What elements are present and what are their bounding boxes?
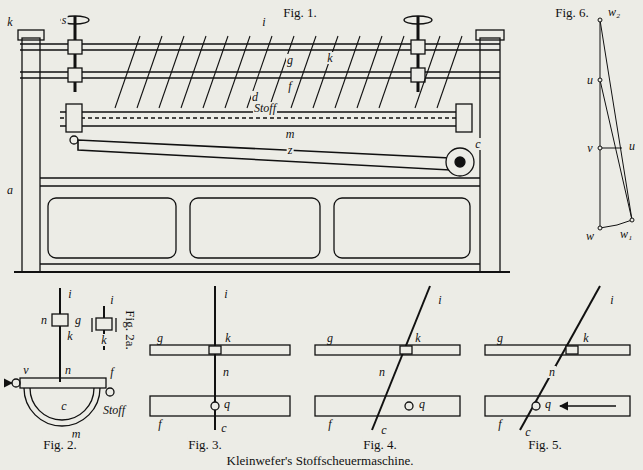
part-letter: k xyxy=(326,52,333,64)
part-letter: i xyxy=(223,288,228,300)
part-letter: u xyxy=(628,140,636,152)
part-letter: n xyxy=(40,314,48,326)
part-letter: c xyxy=(380,424,387,436)
part-letter: i xyxy=(261,16,266,28)
fig4-position xyxy=(315,286,460,430)
part-letter: k xyxy=(582,332,589,344)
part-letter: w₂ xyxy=(607,6,621,18)
part-letter: n xyxy=(222,366,230,378)
part-letter: i xyxy=(437,294,442,306)
part-letter: f xyxy=(109,366,114,378)
figure-caption: Kleinwefer's Stoffscheuermaschine. xyxy=(225,454,416,467)
part-letter: q xyxy=(544,398,552,410)
part-letter: Stoff xyxy=(253,102,277,114)
part-letter: s xyxy=(61,14,68,26)
fig2-section xyxy=(4,288,114,426)
figure-label: Fig. 2a. xyxy=(124,309,137,350)
part-letter: k xyxy=(6,16,13,28)
part-letter: c xyxy=(60,400,67,412)
part-letter: f xyxy=(287,80,292,92)
part-letter: k xyxy=(100,334,107,346)
figure-label: Fig. 5. xyxy=(527,438,563,451)
fig5-position xyxy=(485,286,630,430)
part-letter: w xyxy=(585,230,595,242)
part-letter: k xyxy=(224,332,231,344)
figure-label: Fig. 3. xyxy=(187,438,223,451)
figure-label: Fig. 6. xyxy=(554,6,590,19)
fig3-position xyxy=(150,286,290,430)
part-letter: f xyxy=(157,418,162,430)
part-letter: f xyxy=(497,418,502,430)
part-letter: g xyxy=(156,332,164,344)
part-letter: g xyxy=(496,332,504,344)
part-letter: m xyxy=(285,128,296,140)
part-letter: n xyxy=(548,366,556,378)
figure-label: Fig. 2. xyxy=(42,438,78,451)
fig6-geometry xyxy=(598,18,634,230)
part-letter: k xyxy=(414,332,421,344)
part-letter: n xyxy=(64,364,72,376)
part-letter: v xyxy=(22,364,29,376)
fig2a-detail xyxy=(92,306,116,350)
figure-label: Fig. 1. xyxy=(282,6,318,19)
part-letter: c xyxy=(474,138,481,150)
part-letter: c xyxy=(524,426,531,438)
part-letter: q xyxy=(223,398,231,410)
part-letter: i xyxy=(67,288,72,300)
part-letter: i xyxy=(609,294,614,306)
part-letter: w₁ xyxy=(619,228,633,240)
part-letter: v xyxy=(586,142,593,154)
part-letter: u xyxy=(586,74,594,86)
part-letter: k xyxy=(66,330,73,342)
part-letter: c xyxy=(220,422,227,434)
part-letter: g xyxy=(74,314,82,326)
part-letter: z xyxy=(287,144,294,156)
fig1-machine xyxy=(14,16,510,272)
part-letter: i xyxy=(109,294,114,306)
part-letter: g xyxy=(326,332,334,344)
part-letter: Stoff xyxy=(102,404,126,416)
part-letter: f xyxy=(327,418,332,430)
part-letter: a xyxy=(6,184,14,196)
part-letter: n xyxy=(378,366,386,378)
part-letter: q xyxy=(418,398,426,410)
part-letter: g xyxy=(286,54,294,66)
figure-label: Fig. 4. xyxy=(362,438,398,451)
